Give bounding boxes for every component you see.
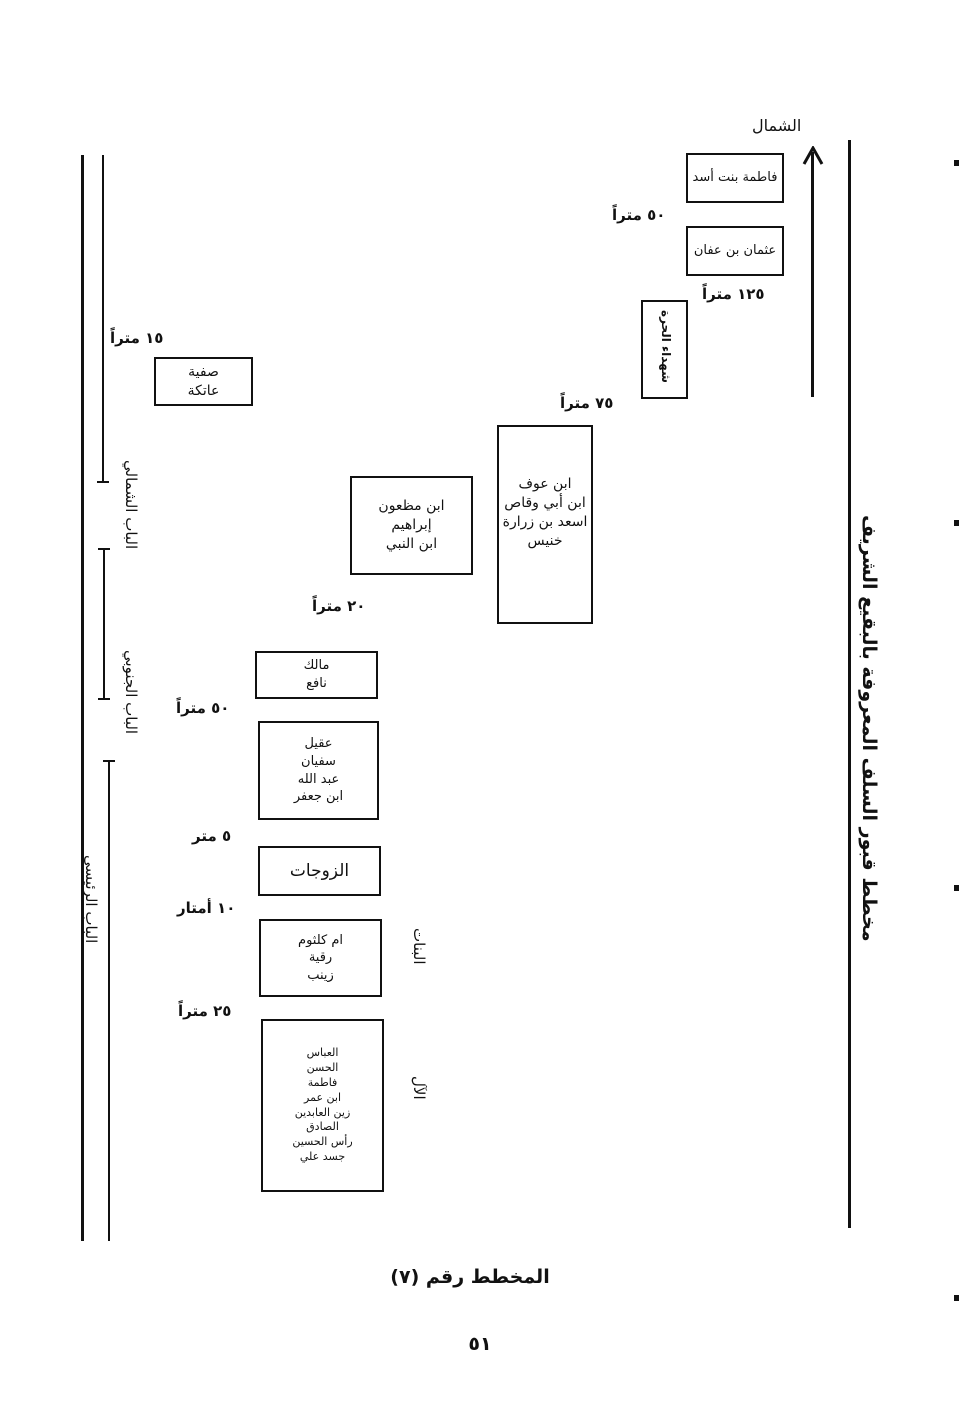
grave-martyrs-harra bbox=[641, 300, 688, 399]
left-wall-line bbox=[81, 155, 84, 1241]
gate-tick bbox=[103, 760, 115, 762]
gate-label-south: الباب الجنوبي bbox=[122, 650, 140, 735]
distance-label: ٢٥ متراً bbox=[178, 1002, 232, 1020]
grave-name: شهداء الحرة bbox=[659, 310, 673, 383]
right-wall-line bbox=[848, 140, 851, 1228]
grave-name: ابن عمر bbox=[304, 1090, 341, 1104]
grave-name: الحسن bbox=[306, 1060, 339, 1074]
diagram-title-vertical: مخطط قبور السلف المعروفة بالبقيع الشريف bbox=[858, 515, 880, 942]
grave-name: رأس الحسين bbox=[292, 1135, 353, 1149]
group-label-daughters: البنات bbox=[410, 928, 428, 965]
grave-name: فاطمة بنت أسد bbox=[692, 170, 778, 186]
distance-label: ١٥ متراً bbox=[110, 329, 164, 347]
grave-name: ابن النبي bbox=[385, 535, 438, 552]
grave-safiya: صفية عاتكة bbox=[154, 357, 253, 406]
distance-label: ٥٠ متراً bbox=[612, 206, 666, 224]
grave-name: رقية bbox=[308, 950, 333, 966]
edge-mark bbox=[954, 1295, 959, 1301]
figure-caption: المخطط رقم (٧) bbox=[390, 1266, 550, 1288]
north-gate-wall-line bbox=[102, 155, 104, 483]
grave-name: صفية bbox=[188, 363, 219, 380]
grave-name: سفيان bbox=[301, 753, 336, 769]
distance-label: ٥٠ متراً bbox=[176, 699, 230, 717]
edge-mark bbox=[954, 160, 959, 166]
grave-name: الصادق bbox=[306, 1120, 339, 1134]
page-number: ٥١ bbox=[468, 1333, 492, 1355]
group-label-family: الآل bbox=[410, 1076, 428, 1100]
grave-name: زين العابدين bbox=[294, 1105, 351, 1119]
north-arrow-shaft bbox=[811, 152, 814, 397]
north-arrow-icon bbox=[802, 146, 824, 165]
gate-tick bbox=[98, 548, 110, 550]
grave-name: فاطمة bbox=[307, 1075, 338, 1089]
grave-name: ابن أبي وقاص bbox=[504, 494, 586, 511]
grave-name: اسعد بن زرارة bbox=[502, 513, 588, 530]
grave-name: عاتكة bbox=[187, 382, 220, 399]
distance-label: ١٢٥ متراً bbox=[702, 285, 765, 303]
grave-name: خنيس bbox=[527, 532, 563, 549]
grave-ibn-awf-group: ابن عوف ابن أبي وقاص اسعد بن زرارة خنيس bbox=[497, 425, 593, 624]
gate-label-north: الباب الشمالي bbox=[122, 460, 140, 550]
grave-name: عقيل bbox=[304, 736, 333, 752]
grave-name: ابن جعفر bbox=[293, 789, 344, 805]
distance-label: ٧٥ متراً bbox=[560, 394, 614, 412]
grave-name: عثمان بن عفان bbox=[693, 243, 777, 259]
grave-name: زينب bbox=[307, 967, 334, 983]
grave-uthman: عثمان بن عفان bbox=[686, 226, 784, 276]
grave-name: الزوجات bbox=[289, 860, 350, 881]
grave-name: عبد الله bbox=[297, 771, 340, 787]
distance-label: ١٠ أمتار bbox=[177, 899, 236, 917]
edge-mark bbox=[954, 885, 959, 891]
gate-tick bbox=[98, 698, 110, 700]
grave-name: مالك bbox=[303, 658, 330, 674]
grave-malik-nafi: مالك نافع bbox=[255, 651, 378, 699]
grave-name: إبراهيم bbox=[391, 517, 432, 534]
grave-name: العباس bbox=[306, 1046, 339, 1060]
grave-wives: الزوجات bbox=[258, 846, 381, 896]
distance-label: ٢٠ متراً bbox=[312, 597, 366, 615]
gate-tick bbox=[97, 481, 109, 483]
grave-fatima-bint-asad: فاطمة بنت أسد bbox=[686, 153, 784, 203]
grave-name: جسد علي bbox=[299, 1150, 346, 1164]
edge-mark bbox=[954, 520, 959, 526]
grave-name: ابن مظعون bbox=[378, 498, 445, 515]
grave-name: نافع bbox=[306, 676, 327, 691]
gate-label-main: الباب الرئيسي bbox=[82, 855, 100, 944]
grave-name: ام كلثوم bbox=[298, 932, 343, 948]
distance-label: ٥ متر bbox=[192, 827, 232, 845]
grave-name: ابن عوف bbox=[518, 476, 572, 492]
main-gate-wall-line bbox=[108, 760, 110, 1241]
south-gate-wall-line bbox=[103, 548, 105, 700]
north-label: الشمال bbox=[752, 116, 802, 135]
